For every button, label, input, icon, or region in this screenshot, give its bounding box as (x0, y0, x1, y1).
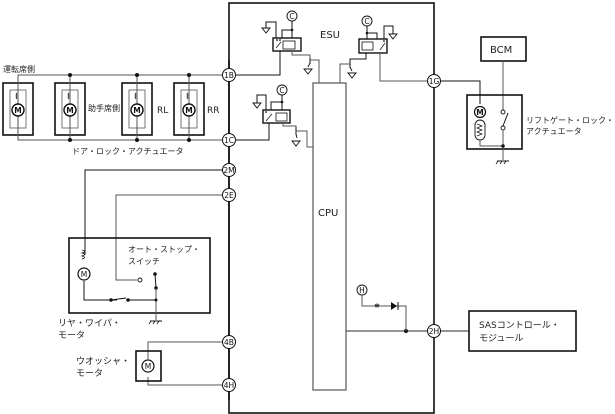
ref-c-label: C (289, 12, 294, 21)
sas-module-label-1: SASコントロール・ (479, 321, 560, 331)
washer-motor-box (135, 350, 162, 382)
actuator-rr: M (173, 73, 205, 142)
relay-1B (272, 37, 302, 52)
actuator-rl: M (121, 73, 153, 142)
rear-wiper-box (68, 237, 211, 314)
relay-1G (358, 38, 388, 54)
relay-1C (262, 109, 291, 124)
cpu-block (312, 82, 347, 391)
passenger-side-label: 助手席側 (88, 103, 120, 113)
ground-icon (148, 320, 162, 325)
driver-side-label: 運転席側 (3, 64, 35, 74)
motor-icon: M (14, 106, 21, 115)
svg-text:2M: 2M (223, 166, 234, 175)
motor-icon: M (81, 270, 87, 279)
ground-triangle-icon (303, 68, 313, 75)
liftgate-actuator-label-1: リフトゲート・ロック・ (526, 115, 614, 125)
connector-4B: 4B (222, 335, 236, 349)
actuator-passenger: M (54, 73, 86, 142)
bcm-label: BCM (490, 45, 512, 56)
ground-icon (495, 160, 509, 165)
ground-triangle-icon (291, 140, 301, 147)
ref-c-label: C (279, 86, 284, 95)
connector-1C: 1C (222, 133, 236, 147)
ground-triangle-icon (347, 72, 357, 79)
svg-text:2E: 2E (224, 191, 234, 200)
liftgate-actuator-box (466, 94, 523, 150)
connector-2E: 2E (222, 188, 236, 202)
cpu-label: CPU (318, 208, 338, 219)
ground-triangle-icon (261, 27, 271, 34)
diode-icon (391, 302, 397, 310)
connector-4H: 4H (222, 378, 236, 392)
ground-triangle-icon (252, 102, 262, 109)
connector-1B: 1B (222, 68, 236, 82)
rear-wiper-motor-label-1: リヤ・ワイパ・ (58, 318, 121, 329)
connector-2M: 2M (222, 163, 236, 177)
liftgate-actuator-label-2: アクチュエータ (526, 127, 582, 136)
washer-motor-label-2: モータ (76, 368, 103, 379)
actuator-driver: M (2, 75, 34, 140)
sas-module-label-2: モジュール (479, 334, 523, 344)
motor-icon: M (145, 362, 151, 371)
rr-label: RR (207, 106, 220, 116)
sas-control-module (468, 310, 577, 352)
motor-icon: M (185, 106, 192, 115)
rear-wiper-motor-label-2: モータ (58, 330, 85, 341)
svg-text:2H: 2H (429, 327, 439, 336)
auto-stop-switch-label-1: オート・ストップ・ (128, 245, 200, 254)
auto-stop-switch-label-2: スイッチ (128, 257, 160, 266)
svg-text:4H: 4H (224, 381, 234, 390)
motor-icon: M (133, 106, 140, 115)
ref-h-label: H (359, 286, 365, 295)
rl-label: RL (157, 106, 168, 116)
svg-text:1G: 1G (429, 77, 440, 86)
washer-motor-label-1: ウオッシャ・ (76, 356, 130, 367)
svg-text:1C: 1C (224, 136, 234, 145)
connector-2H: 2H (427, 324, 441, 338)
door-lock-actuator-label: ドア・ロック・アクチュエータ (72, 147, 183, 156)
motor-icon: M (66, 106, 73, 115)
motor-icon: M (476, 108, 483, 117)
svg-text:4B: 4B (224, 338, 234, 347)
esu-label: ESU (320, 30, 340, 41)
ground-triangle-icon (388, 33, 398, 40)
connector-1G: 1G (427, 74, 441, 88)
bcm-module (480, 36, 527, 62)
ref-c-label: C (364, 17, 369, 26)
svg-text:1B: 1B (224, 71, 234, 80)
